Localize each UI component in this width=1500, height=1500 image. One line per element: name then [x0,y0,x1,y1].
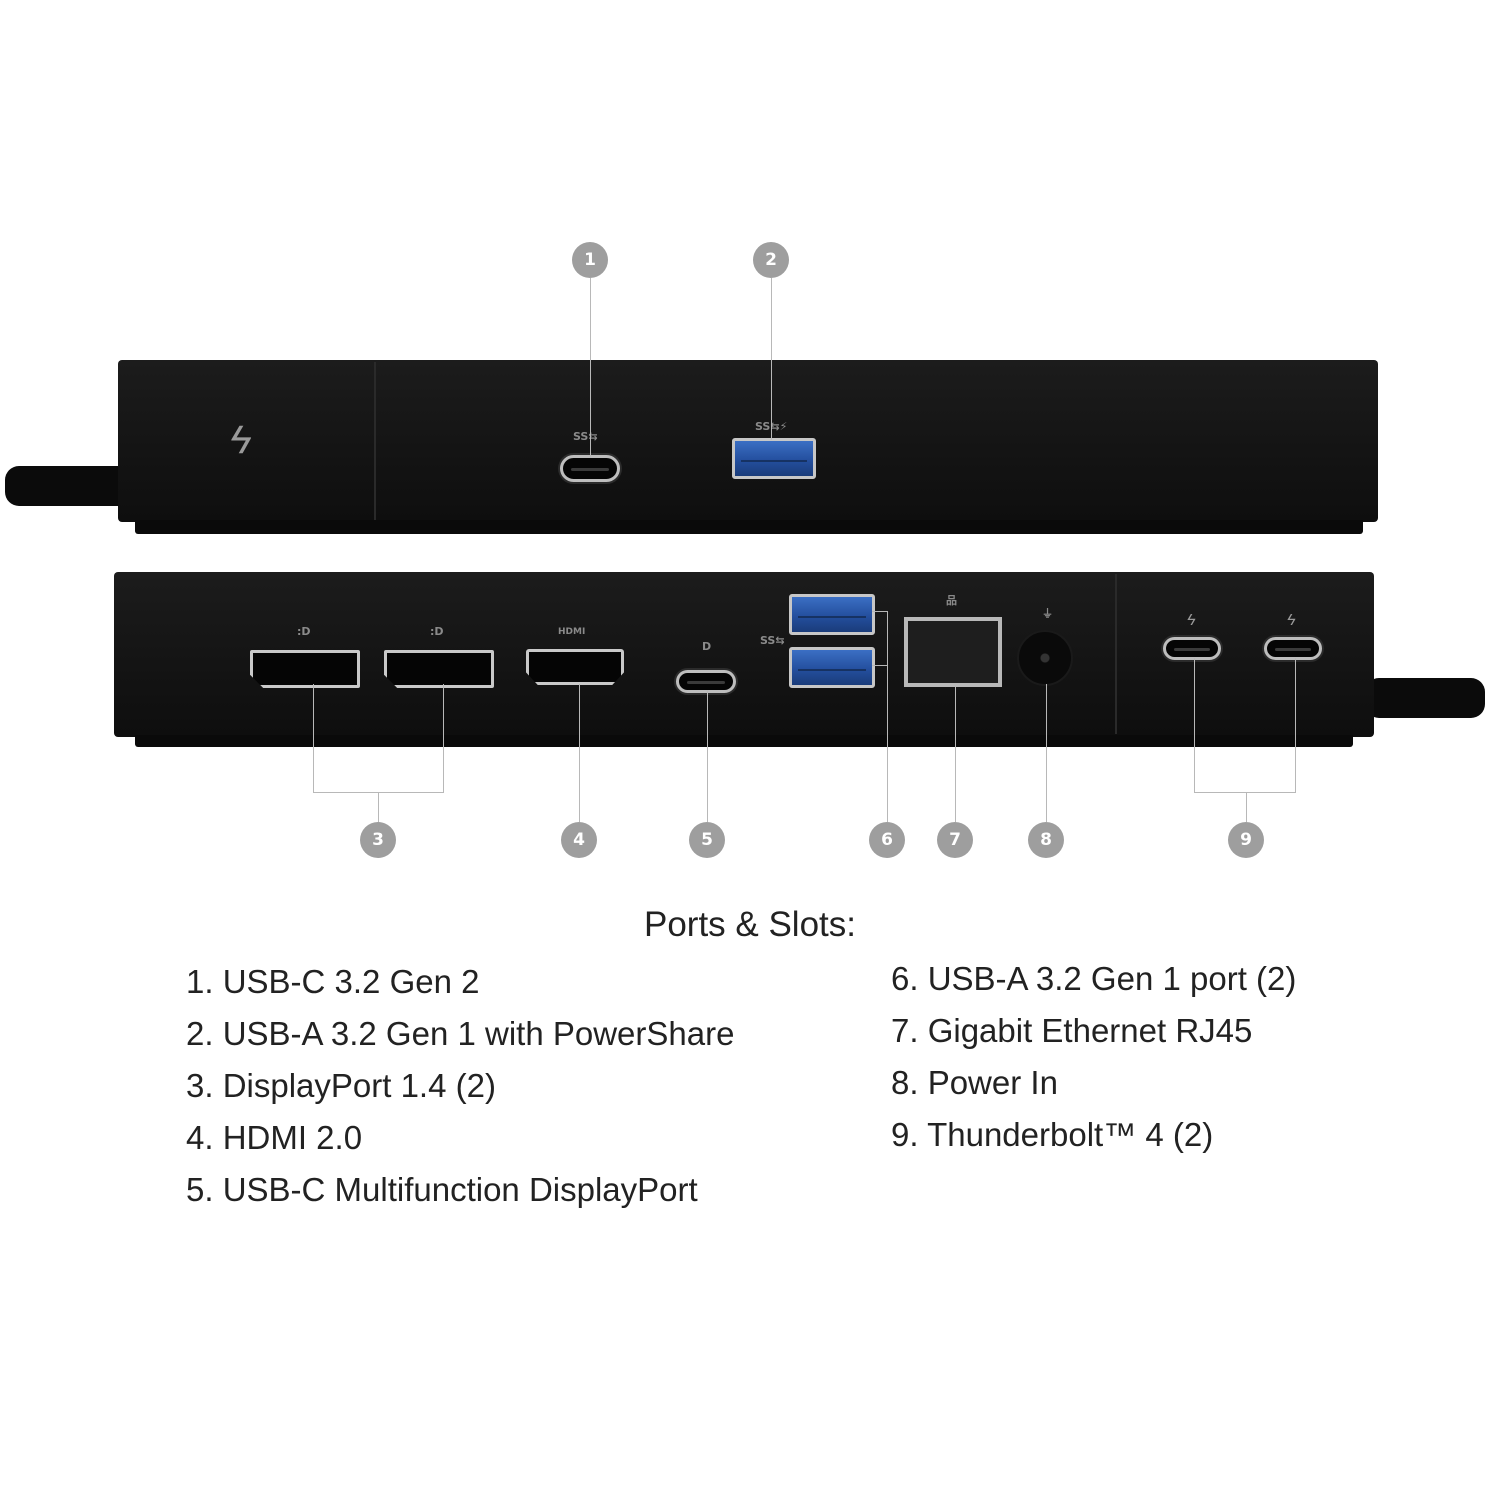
legend-item: 6. USB-A 3.2 Gen 1 port (2) [891,960,1297,997]
network-label-icon: 品 [946,594,957,607]
rear-cable [1365,678,1485,718]
callout-line-1 [590,278,591,458]
rear-panel-seam [1115,574,1117,734]
port-1-usb-c [560,455,620,482]
callout-line-4 [579,684,580,822]
legend-item: 2. USB-A 3.2 Gen 1 with PowerShare [186,1015,735,1052]
power-label-icon: ⏚ [1042,607,1053,620]
port-6-usb-a-top [789,594,875,635]
front-dock-base [135,520,1363,534]
callout-line-8 [1046,684,1047,822]
usb-ss-label-icon: SS⇆ [760,634,785,647]
callout-tick-6a [872,611,888,612]
thunderbolt-icon: ϟ [1187,612,1196,629]
displayport-label-icon: :D [297,625,311,638]
legend-right-list: 6. USB-A 3.2 Gen 1 port (2) 7. Gigabit E… [891,953,1296,1161]
port-3-displayport-a [250,650,360,688]
front-panel-seam [374,362,376,520]
rear-dock-base [135,735,1353,747]
callout-4: 4 [561,822,597,858]
port-9-thunderbolt-b [1264,637,1322,660]
callout-line-3b [443,684,444,792]
callout-line-7 [955,686,956,822]
usbc-displayport-label-icon: D [702,640,712,653]
callout-2: 2 [753,242,789,278]
callout-1: 1 [572,242,608,278]
callout-5: 5 [689,822,725,858]
legend-item: 3. DisplayPort 1.4 (2) [186,1067,496,1104]
port-2-usb-a [732,438,816,479]
callout-line-6 [887,611,888,822]
port-5-usb-c-displayport [676,670,736,693]
callout-3: 3 [360,822,396,858]
thunderbolt-logo-icon: ϟ [230,418,252,462]
legend-item: 9. Thunderbolt™ 4 (2) [891,1116,1214,1153]
port-9-thunderbolt-a [1163,637,1221,660]
front-cable [5,466,135,506]
port-7-ethernet-rj45 [904,617,1002,687]
displayport-label-icon: :D [430,625,444,638]
port-8-power-in [1017,630,1073,686]
callout-bracket-9 [1194,792,1296,793]
callout-line-3a [313,684,314,792]
callout-stem-3 [378,792,379,822]
port-4-hdmi [526,649,624,685]
legend-title: Ports & Slots: [643,905,857,944]
legend-item: 8. Power In [891,1064,1058,1101]
callout-line-2 [771,278,772,440]
callout-line-5 [707,690,708,822]
callout-8: 8 [1028,822,1064,858]
callout-tick-6b [872,665,888,666]
legend-item: 5. USB-C Multifunction DisplayPort [186,1171,698,1208]
callout-line-9a [1194,658,1195,792]
callout-stem-9 [1246,792,1247,822]
legend-item: 7. Gigabit Ethernet RJ45 [891,1012,1253,1049]
legend-left-list: 1. USB-C 3.2 Gen 2 2. USB-A 3.2 Gen 1 wi… [186,956,734,1216]
legend-item: 4. HDMI 2.0 [186,1119,363,1156]
usb-ss-label-icon: SS⇆ [573,430,598,443]
legend-item: 1. USB-C 3.2 Gen 2 [186,963,480,1000]
port-6-usb-a-bottom [789,647,875,688]
callout-line-9b [1295,658,1296,792]
callout-6: 6 [869,822,905,858]
port-3-displayport-b [384,650,494,688]
hdmi-label-icon: HDMI [558,627,586,637]
callout-9: 9 [1228,822,1264,858]
callout-7: 7 [937,822,973,858]
thunderbolt-icon: ϟ [1287,612,1296,629]
